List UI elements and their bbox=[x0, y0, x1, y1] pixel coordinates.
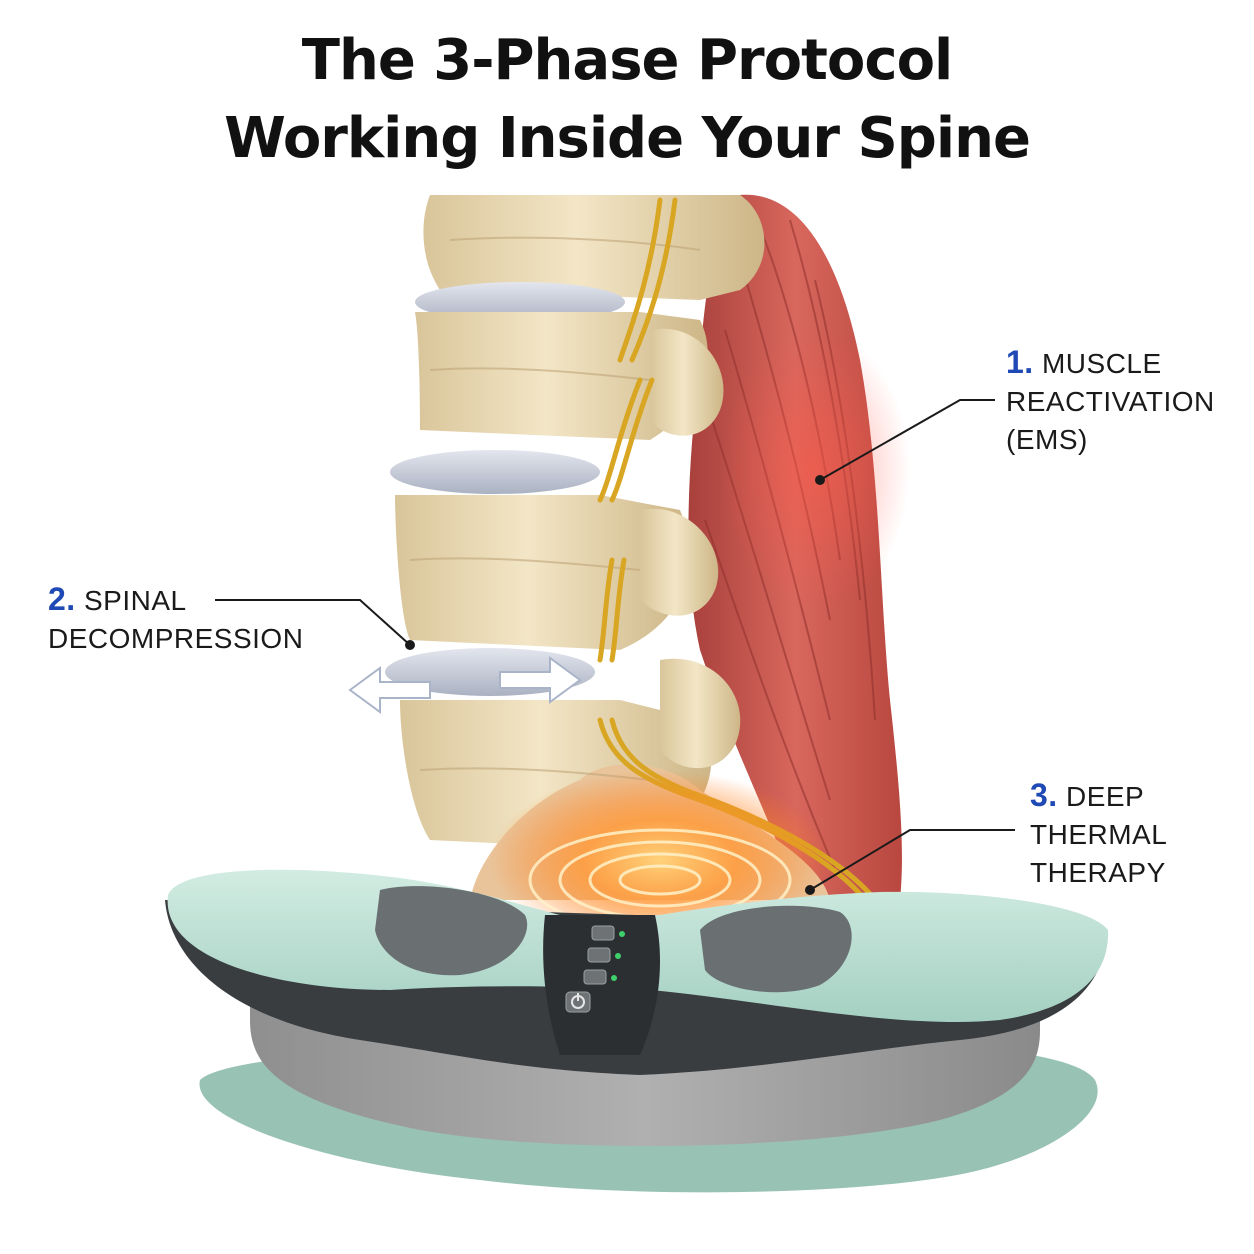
control-button-2[interactable] bbox=[587, 947, 611, 963]
callout-1-line-2: REACTIVATION bbox=[1006, 386, 1215, 417]
control-button-1[interactable] bbox=[591, 925, 615, 941]
headline: The 3-Phase Protocol Working Inside Your… bbox=[0, 22, 1254, 178]
callout-spinal-decompression: 2. SPINAL DECOMPRESSION bbox=[48, 580, 303, 658]
callout-1-line-1: MUSCLE bbox=[1041, 348, 1162, 379]
callout-3-number: 3. bbox=[1030, 777, 1058, 813]
indicator-led-3 bbox=[611, 975, 617, 981]
headline-line-1: The 3-Phase Protocol bbox=[301, 28, 954, 93]
indicator-led-2 bbox=[615, 953, 621, 959]
indicator-led-1 bbox=[619, 931, 625, 937]
power-icon[interactable] bbox=[565, 991, 591, 1013]
callout-leader-lines bbox=[215, 399, 1015, 895]
callout-3-line-3: THERAPY bbox=[1030, 857, 1166, 888]
callout-3-line-2: THERMAL bbox=[1030, 819, 1168, 850]
callout-1-line-3: (EMS) bbox=[1006, 424, 1088, 455]
callout-1-number: 1. bbox=[1006, 344, 1034, 380]
decompression-arrows-icon bbox=[348, 656, 582, 714]
control-panel bbox=[565, 925, 625, 1013]
callout-3-line-1: DEEP bbox=[1065, 781, 1145, 812]
callout-2-line-2: DECOMPRESSION bbox=[48, 623, 304, 654]
muscle-group bbox=[688, 194, 910, 901]
headline-line-2: Working Inside Your Spine bbox=[224, 106, 1031, 171]
callout-2-line-1: SPINAL bbox=[83, 585, 187, 616]
lumbar-device bbox=[165, 869, 1109, 1193]
control-button-3[interactable] bbox=[583, 969, 607, 985]
callout-deep-thermal-therapy: 3. DEEP THERMAL THERAPY bbox=[1030, 776, 1167, 892]
callout-2-number: 2. bbox=[48, 581, 76, 617]
callout-muscle-reactivation: 1. MUSCLE REACTIVATION (EMS) bbox=[1006, 343, 1215, 459]
